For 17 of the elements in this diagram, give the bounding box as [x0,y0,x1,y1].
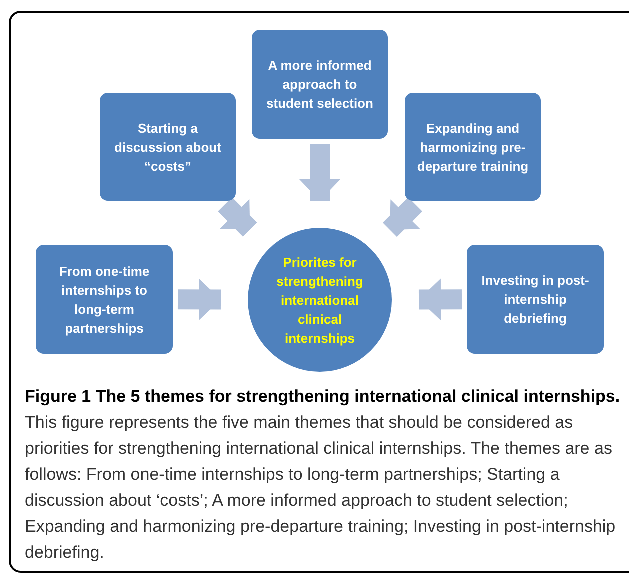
theme-box [467,245,604,354]
block-arrow [218,198,258,237]
block-arrow [178,278,222,321]
theme-label: Starting a discussion about “costs” [114,120,222,176]
theme-box [405,93,541,201]
block-arrow [382,197,423,238]
theme-label: A more informed approach to student selection [266,57,374,113]
block-arrow [299,144,341,201]
theme-label: From one-time internships to long-term partnerships [58,262,151,338]
figure-caption: Figure 1 The 5 themes for strengthening international clinical internships. This figure represents the five main themes that should be considered as priorities for strengthening international clinical internships. The themes are as follows: From one-time internships to long-term partnerships; Starting a discussion about ‘costs’; A more informed approach to student selection; Expanding and harmonizing pre-departure training; Investing in post-internship debriefing. [25,386,621,564]
theme-box [36,245,173,354]
block-arrow [418,278,462,321]
theme-box [252,30,388,139]
theme-label: Investing in post-internship debriefing [480,272,590,328]
theme-label: Expanding and harmonizing pre-departure training [416,120,530,176]
theme-box [100,93,236,201]
center-label: Priorites for strengthening international clinical internships [276,254,364,348]
